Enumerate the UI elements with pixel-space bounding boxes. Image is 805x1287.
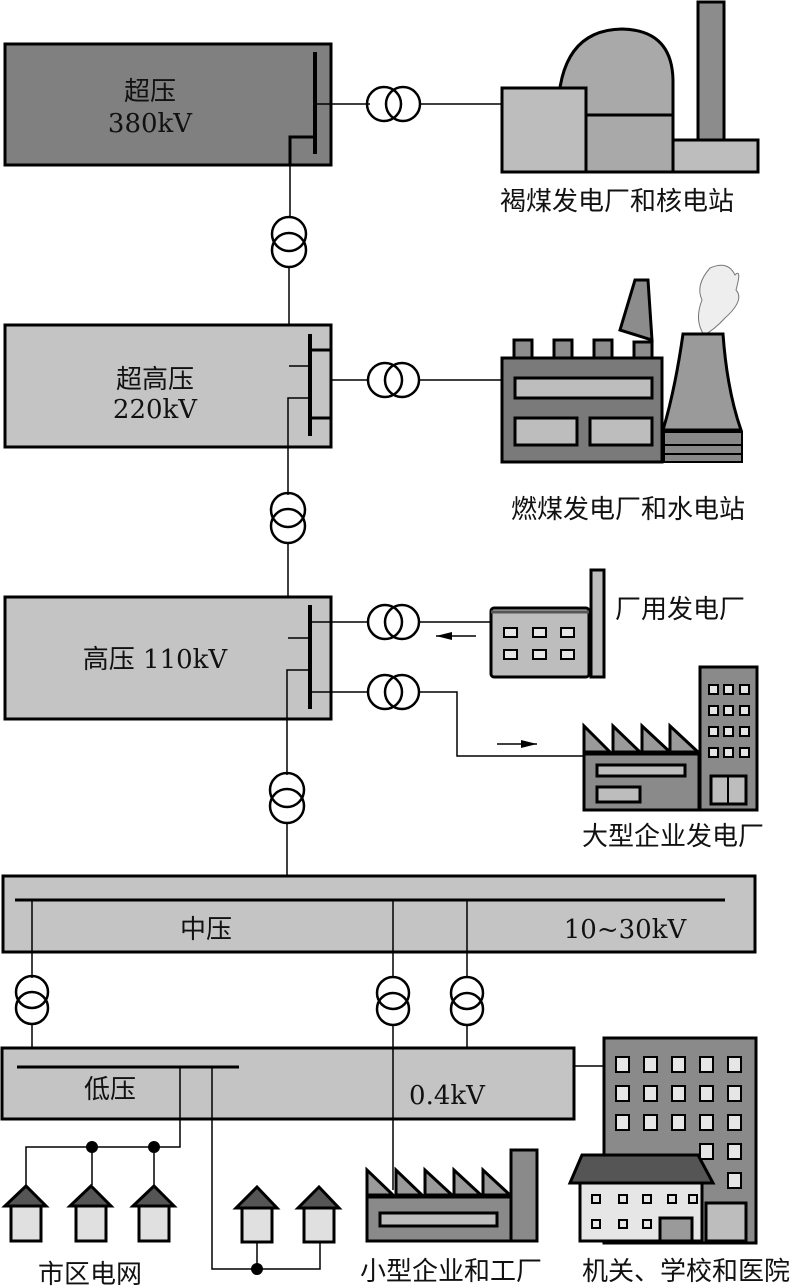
level-mv-box bbox=[1, 874, 757, 954]
level-mv-voltage: 10~30kV bbox=[564, 915, 688, 945]
house-icon bbox=[294, 1184, 343, 1244]
line-110-to-enterprise bbox=[419, 691, 584, 757]
arrow-left-icon bbox=[436, 632, 476, 640]
transformer-icon bbox=[14, 974, 50, 1026]
large-enterprise-icon bbox=[582, 665, 759, 812]
house-icon bbox=[129, 1183, 178, 1243]
level-380kv-voltage: 380kV bbox=[108, 109, 193, 139]
transformer-icon bbox=[365, 85, 422, 123]
level-mv-name: 中压 bbox=[180, 915, 232, 945]
level-380kv: 超压 380kV bbox=[3, 42, 333, 167]
house-icon bbox=[232, 1184, 281, 1244]
level-lv-box bbox=[0, 1046, 576, 1121]
level-380kv-box bbox=[3, 42, 333, 167]
level-220kv-voltage: 220kV bbox=[113, 395, 198, 425]
school-building-icon bbox=[567, 1153, 716, 1243]
level-lv: 低压 0.4kV bbox=[0, 1046, 576, 1121]
level-110kv-box bbox=[3, 595, 333, 721]
label-city-grid: 市区电网 bbox=[38, 1260, 142, 1287]
house-icon bbox=[1, 1183, 50, 1243]
transformer-icon bbox=[366, 603, 421, 641]
transformer-icon bbox=[268, 771, 306, 825]
level-380kv-name: 超压 bbox=[124, 77, 176, 107]
transformer-icon bbox=[375, 975, 411, 1027]
level-220kv-box bbox=[3, 323, 333, 449]
transformer-icon bbox=[269, 491, 307, 545]
nuclear-plant-icon bbox=[500, 0, 760, 174]
label-coal-hydro: 燃煤发电厂和水电站 bbox=[511, 495, 745, 525]
coal-plant-icon bbox=[500, 264, 744, 464]
plant-own-icon bbox=[489, 568, 606, 679]
level-mv: 中压 10~30kV bbox=[1, 874, 757, 954]
level-lv-name: 低压 bbox=[84, 1075, 136, 1105]
label-lignite-nuclear: 褐煤发电厂和核电站 bbox=[500, 187, 734, 217]
label-small-enterprise: 小型企业和工厂 bbox=[360, 1257, 542, 1287]
level-lv-voltage: 0.4kV bbox=[409, 1081, 486, 1111]
small-factory-icon bbox=[365, 1148, 539, 1243]
label-institutions: 机关、学校和医院 bbox=[582, 1257, 790, 1287]
house-icon bbox=[66, 1183, 115, 1243]
transformer-icon bbox=[366, 361, 421, 399]
transformer-icon bbox=[449, 975, 485, 1027]
label-plant-own: 厂用发电厂 bbox=[615, 595, 745, 625]
label-large-enterprise: 大型企业发电厂 bbox=[582, 822, 764, 852]
level-110kv-label: 高压 110kV bbox=[83, 645, 229, 675]
transformer-icon bbox=[366, 673, 421, 711]
transformer-icon bbox=[270, 215, 308, 269]
arrow-right-icon bbox=[497, 740, 537, 748]
bus-tap-380 bbox=[288, 135, 315, 165]
level-110kv: 高压 110kV bbox=[3, 595, 333, 721]
level-220kv-name: 超高压 bbox=[116, 365, 194, 395]
line-lv-city bbox=[25, 1119, 181, 1185]
level-220kv: 超高压 220kV bbox=[3, 323, 333, 449]
